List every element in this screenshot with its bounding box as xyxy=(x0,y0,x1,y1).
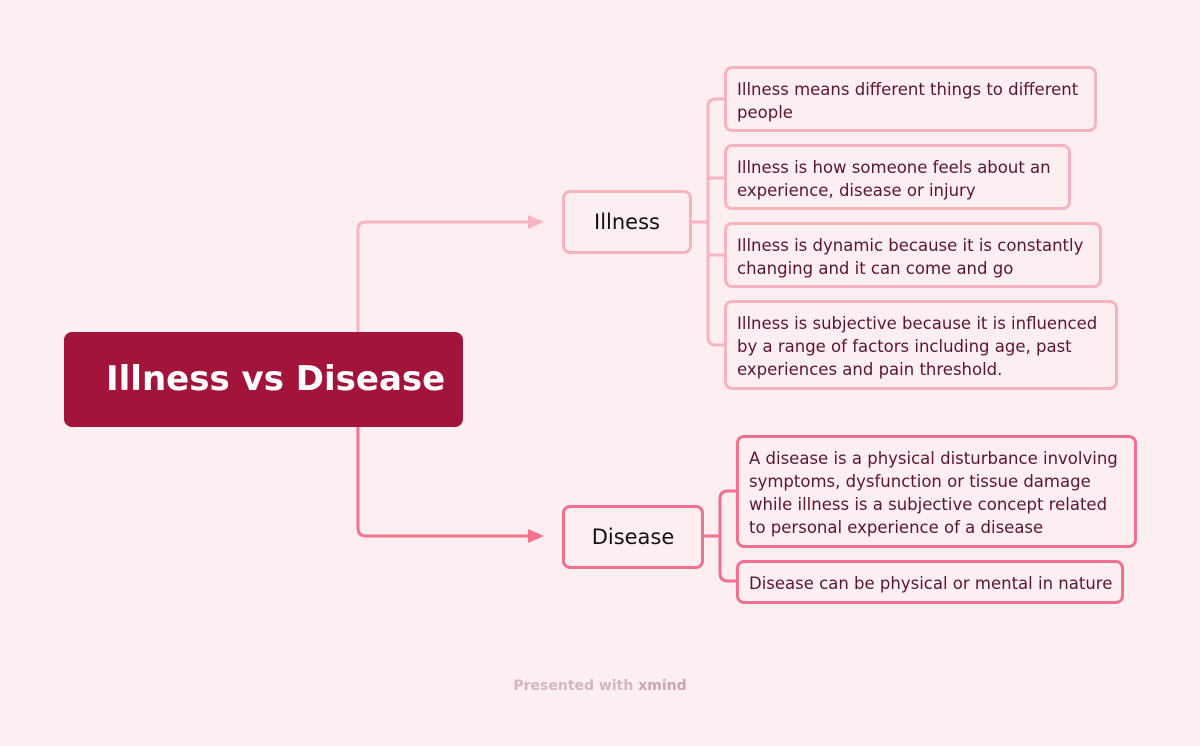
subtopic-line: changing and it can come and go xyxy=(737,259,1014,278)
footer-watermark: Presented with xmind xyxy=(0,678,1200,694)
branch-illness[interactable]: Illness xyxy=(562,190,692,254)
connector-illness-bracket xyxy=(706,97,724,347)
illness-subtopic-2[interactable]: Illness is how someone feels about an ex… xyxy=(724,144,1071,210)
illness-subtopic-4[interactable]: Illness is subjective because it is infl… xyxy=(724,300,1118,390)
subtopic-line: Disease can be physical or mental in nat… xyxy=(749,574,1113,593)
illness-subtopic-1[interactable]: Illness means different things to differ… xyxy=(724,66,1097,132)
footer-brand: xmind xyxy=(638,678,687,694)
subtopic-line: A disease is a physical disturbance invo… xyxy=(749,449,1118,468)
illness-subtopic-3[interactable]: Illness is dynamic because it is constan… xyxy=(724,222,1102,288)
subtopic-line: to personal experience of a disease xyxy=(749,518,1044,537)
subtopic-line: Illness means different things to differ… xyxy=(737,80,1079,99)
subtopic-line: by a range of factors including age, pas… xyxy=(737,337,1072,356)
arrow-disease xyxy=(528,529,544,543)
connector-root-illness xyxy=(356,220,530,332)
subtopic-line: Illness is how someone feels about an xyxy=(737,158,1051,177)
branch-disease[interactable]: Disease xyxy=(562,505,704,569)
subtopic-line: symptoms, dysfunction or tissue damage xyxy=(749,472,1091,491)
arrow-illness xyxy=(528,215,544,229)
subtopic-line: experiences and pain threshold. xyxy=(737,360,1003,379)
subtopic-line: people xyxy=(737,103,793,122)
subtopic-line: experience, disease or injury xyxy=(737,181,976,200)
subtopic-line: while illness is a subjective concept re… xyxy=(749,495,1108,514)
disease-subtopic-1[interactable]: A disease is a physical disturbance invo… xyxy=(736,435,1137,548)
connector-disease-bracket xyxy=(718,489,736,583)
central-topic[interactable]: Illness vs Disease xyxy=(64,332,463,427)
connector-root-disease xyxy=(356,427,530,538)
subtopic-line: Illness is dynamic because it is constan… xyxy=(737,236,1084,255)
footer-prefix: Presented with xyxy=(513,678,639,694)
subtopic-line: Illness is subjective because it is infl… xyxy=(737,314,1098,333)
disease-subtopic-2[interactable]: Disease can be physical or mental in nat… xyxy=(736,560,1124,604)
